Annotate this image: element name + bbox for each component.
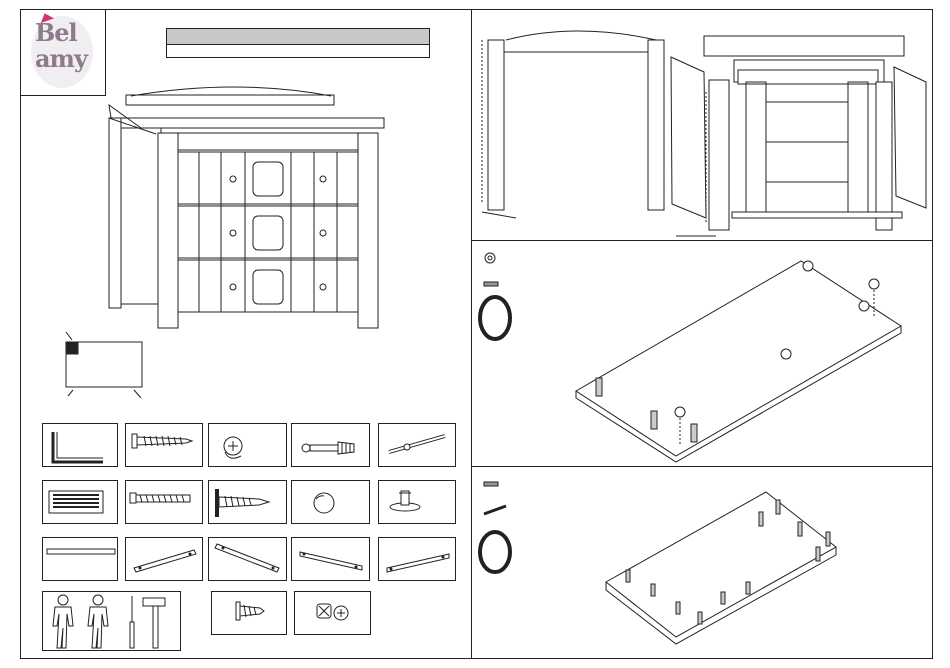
back-strip-icon <box>43 538 119 582</box>
part-glide <box>378 480 456 524</box>
step-bottom-panel <box>476 472 931 657</box>
step-divider-1 <box>471 240 932 241</box>
column-divider <box>471 10 472 658</box>
part-allen-key <box>42 423 118 467</box>
step-divider-2 <box>471 466 932 467</box>
wood-screw-icon <box>126 424 204 468</box>
cam-lock-icon <box>485 253 495 263</box>
glide-icon <box>379 481 457 525</box>
instruction-sheet: Bel amy <box>20 9 933 659</box>
knob-icon <box>292 481 371 525</box>
part-drawer-runner-1 <box>291 537 370 581</box>
part-back-strip <box>42 537 118 581</box>
logo-line-2: amy <box>35 48 87 70</box>
product-title-bar <box>166 28 430 58</box>
part-drawer-rail-2 <box>208 537 287 581</box>
title-label <box>167 29 429 45</box>
cam-bolt-icon <box>292 424 371 468</box>
panel-detail <box>61 330 171 405</box>
cam-lock-icon <box>209 424 288 468</box>
allen-key-icon <box>43 424 119 468</box>
wooden-dowel-icon <box>43 481 119 525</box>
part-wooden-dowel <box>42 480 118 524</box>
part-screw-washer <box>208 480 287 524</box>
dresser-illustration <box>101 78 401 338</box>
two-persons-screwdriver-hammer-icon <box>43 592 182 652</box>
part-drawer-runner-2 <box>378 537 456 581</box>
drawer-rail-icon <box>126 538 204 582</box>
drawer-rail-icon <box>209 538 288 582</box>
drawer-runner-icon <box>292 538 371 582</box>
step-top-panel <box>476 246 931 464</box>
part-assembly-persons <box>42 591 181 651</box>
cam-assembly-icon <box>295 592 372 636</box>
part-cam-lock <box>208 423 287 467</box>
logo-line-1: Bel <box>35 22 77 44</box>
brand-logo: Bel amy <box>21 10 106 96</box>
washer-screw-icon <box>209 481 288 525</box>
part-cam-bolt <box>291 423 370 467</box>
part-knob <box>291 480 370 524</box>
part-cam-assembly <box>294 591 371 635</box>
short-screw-icon <box>212 592 288 636</box>
part-wood-screw-long <box>125 423 203 467</box>
flat-screw-icon <box>126 481 204 525</box>
part-screw-flat <box>125 480 203 524</box>
dowel-bolt-icon <box>379 424 457 468</box>
step-frame-assembly <box>476 22 931 237</box>
part-dowel-bolt <box>378 423 456 467</box>
drawer-runner-icon <box>379 538 457 582</box>
part-short-screw <box>211 591 287 635</box>
part-drawer-rail-1 <box>125 537 203 581</box>
